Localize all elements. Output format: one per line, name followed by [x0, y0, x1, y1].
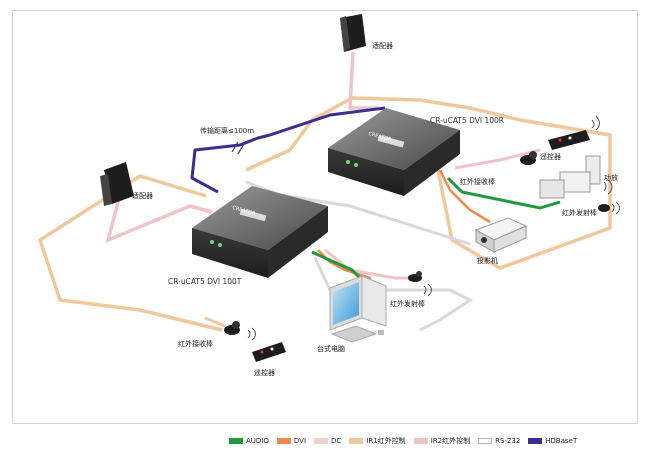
hdbaset-cable	[190, 106, 386, 194]
legend-swatch	[413, 438, 428, 444]
legend-item: DVI	[276, 437, 307, 445]
legend-label: HDBaseT	[545, 437, 578, 445]
remote-right-icon	[548, 115, 600, 150]
diagram-frame	[12, 10, 638, 424]
projector-icon	[474, 217, 528, 253]
legend-swatch	[478, 438, 493, 444]
ir2-cable-tx	[324, 248, 418, 280]
label-amplifier: 功放	[604, 174, 618, 182]
ir2-cable-rx	[454, 148, 541, 170]
label-desktop-pc: 台式电脑	[317, 345, 345, 353]
legend-item: DC	[314, 437, 341, 445]
label-ir-receiver-left: 红外接收棒	[178, 340, 213, 348]
label-ir-emitter-left: 红外发射棒	[390, 300, 425, 308]
ir1-cable-left	[38, 174, 223, 332]
label-adapter-left: 适配器	[132, 192, 153, 200]
receiver-device	[328, 108, 460, 196]
rs232-cable-loop	[313, 257, 473, 332]
legend-label: IR2红外控制	[430, 437, 471, 445]
legend-item: RS-232	[478, 437, 520, 445]
ir-receiver-left-icon	[204, 316, 256, 341]
legend-label: AUDIO	[246, 437, 269, 445]
adapter-top-icon	[340, 14, 366, 52]
legend-label: RS-232	[495, 437, 521, 445]
ir-emitter-left-icon	[408, 271, 432, 297]
remote-left-icon	[252, 342, 286, 362]
label-adapter-top: 适配器	[372, 42, 393, 50]
label-ir-receiver-right: 红外接收棒	[460, 178, 495, 186]
legend-label: DC	[331, 437, 342, 445]
label-receiver-model: CR-uCAT5 DVI 100R	[430, 116, 505, 125]
audio-cable-rx	[446, 176, 561, 210]
legend-item: IR1红外控制	[349, 436, 406, 446]
ir1-cable-right	[245, 96, 612, 270]
legend-swatch	[349, 438, 364, 444]
legend-swatch	[528, 438, 543, 444]
label-transmitter-model: CR-uCAT5 DVI 100T	[168, 277, 242, 286]
cable-legend: AUDIO DVI DC IR1红外控制 IR2红外控制 RS-232 HDBaseT	[229, 435, 585, 447]
label-remote-left: 遥控器	[254, 369, 275, 377]
cable-break-mark	[231, 141, 245, 155]
dvi-cable-rx	[438, 169, 491, 224]
transmitter-device	[192, 186, 328, 278]
legend-swatch	[229, 438, 243, 444]
rs232-cable-top	[245, 180, 471, 246]
label-remote-right: 遥控器	[540, 153, 561, 161]
ir-receiver-right-icon	[520, 151, 537, 165]
desktop-pc-icon	[329, 275, 387, 343]
legend-item: HDBaseT	[528, 437, 577, 445]
dc-cable-left	[105, 194, 213, 243]
dc-cable-top	[348, 51, 378, 110]
legend-item: IR2红外控制	[413, 436, 471, 446]
legend-label: IR1红外控制	[366, 437, 406, 445]
legend-label: DVI	[293, 437, 307, 445]
amplifier-icon	[539, 155, 613, 199]
label-distance: 传输距离≤100m	[200, 127, 255, 135]
adapter-left-icon	[100, 162, 134, 206]
legend-item: AUDIO	[229, 437, 269, 445]
label-ir-emitter-right: 红外发射棒	[562, 209, 597, 217]
legend-swatch	[276, 438, 291, 444]
ir-emitter-right-icon	[598, 201, 620, 215]
legend-swatch	[314, 438, 329, 444]
label-projector: 投影机	[477, 257, 498, 265]
